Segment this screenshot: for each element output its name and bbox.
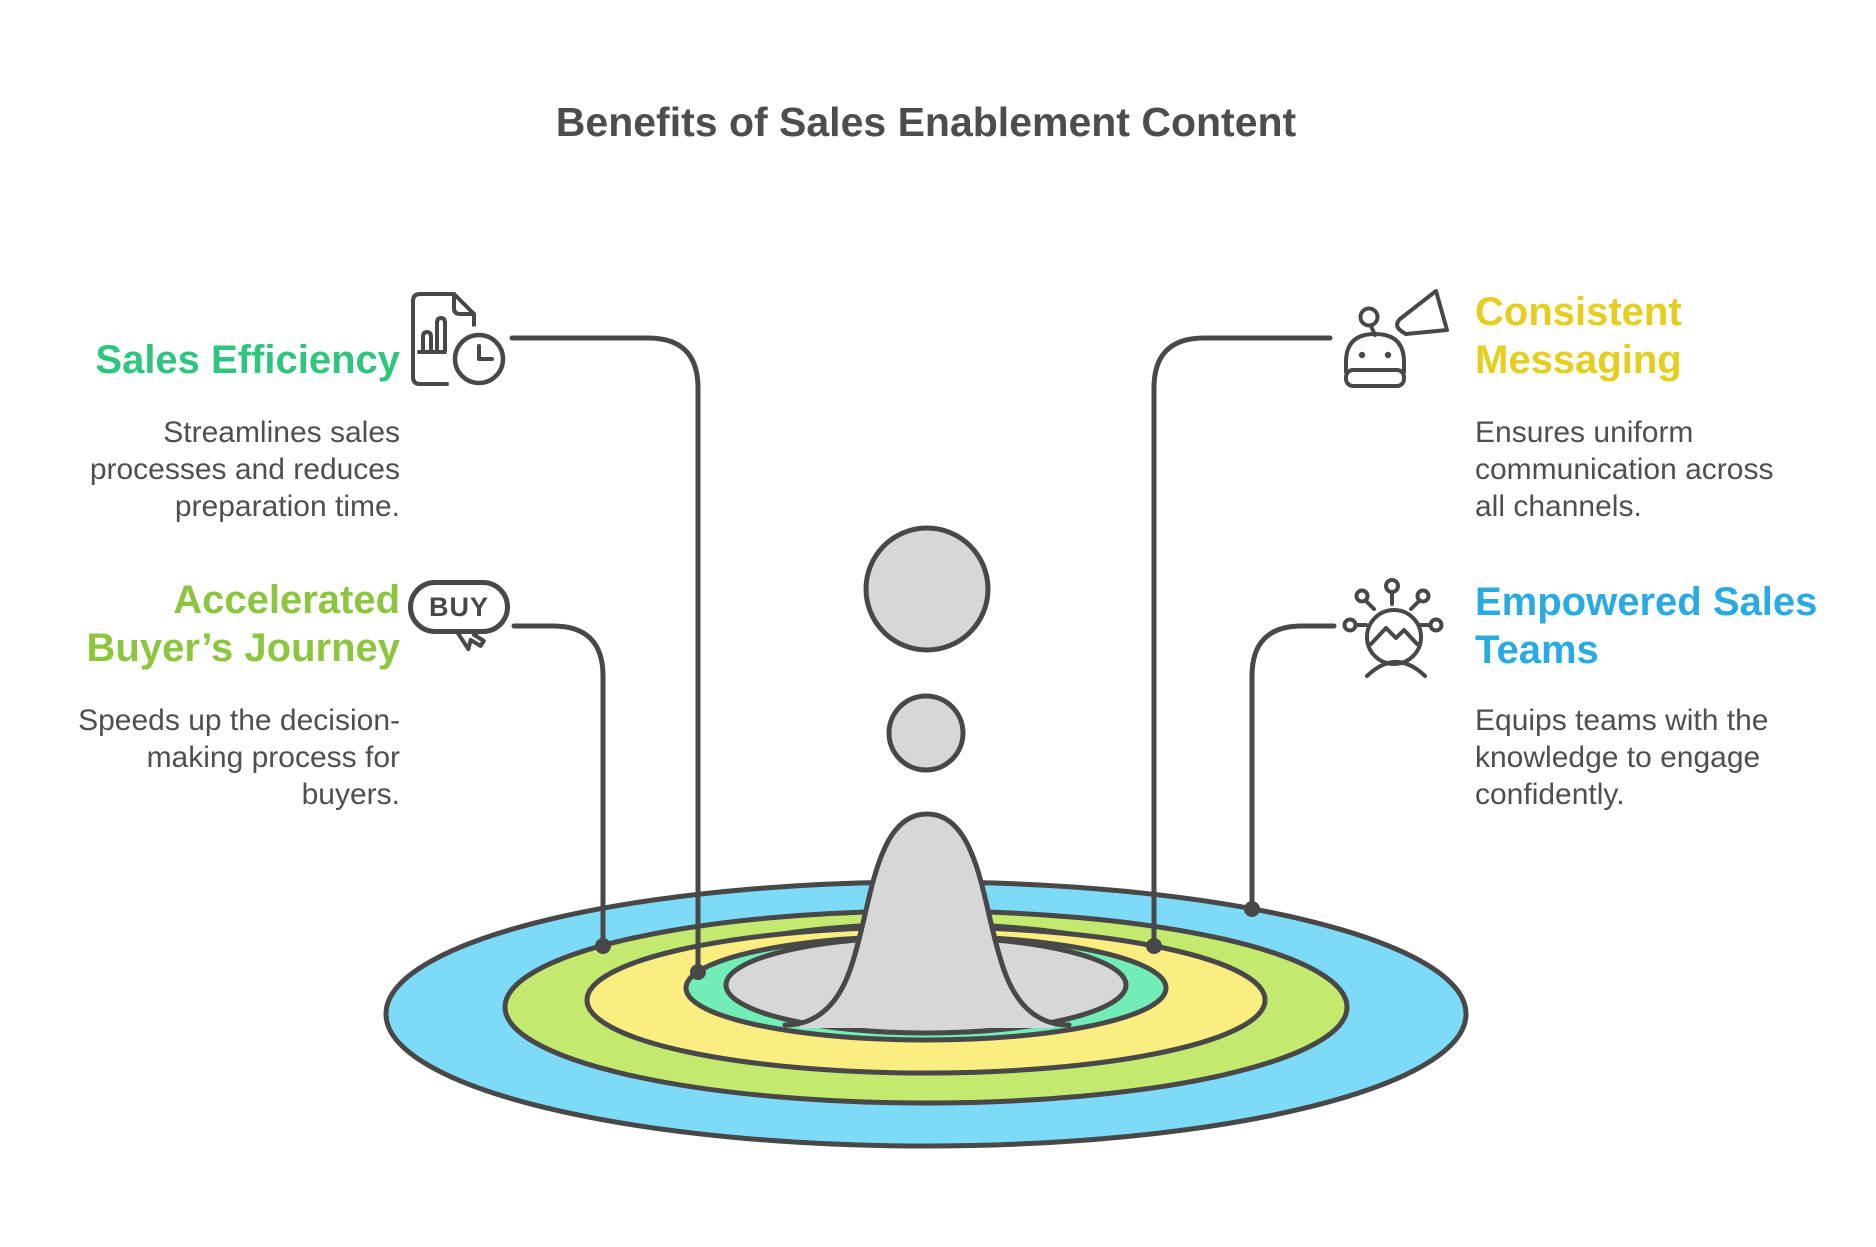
connector-dot-consistent-messaging xyxy=(1146,938,1162,954)
connector-dot-sales-efficiency xyxy=(690,964,706,980)
heading-accelerated-buyers-journey: Accelerated Buyer’s Journey xyxy=(86,578,400,670)
page-title: Benefits of Sales Enablement Content xyxy=(555,99,1297,145)
description-accelerated-buyers-journey: Speeds up the decision- making process f… xyxy=(78,704,400,811)
ripple-yellow xyxy=(586,926,1265,1074)
description-consistent-messaging: Ensures uniform communication across all… xyxy=(1475,416,1774,523)
buy-button-label: BUY xyxy=(428,591,489,622)
heading-empowered-sales-teams: Empowered Sales Teams xyxy=(1475,580,1818,672)
description-sales-efficiency: Streamlines sales processes and reduces … xyxy=(89,416,400,523)
person-network-icon xyxy=(1342,578,1444,678)
buy-button-icon: BUY xyxy=(408,580,510,634)
connector-sales-efficiency xyxy=(509,335,701,975)
connector-consistent-messaging xyxy=(1151,335,1333,949)
description-empowered-sales-teams: Equips teams with the knowledge to engag… xyxy=(1475,704,1769,811)
connector-dot-empowered-teams xyxy=(1244,901,1260,917)
megaphone-icon xyxy=(1395,289,1449,336)
splash-column-outline xyxy=(782,811,1072,1028)
splash-column xyxy=(800,814,1054,1028)
connector-empowered-teams xyxy=(1249,623,1337,912)
droplet-small xyxy=(886,693,966,773)
robot-megaphone-icon xyxy=(1344,289,1449,388)
document-chart-clock-icon xyxy=(411,292,512,392)
droplet-large xyxy=(863,525,991,653)
connector-accelerated-journey xyxy=(511,623,606,949)
heading-consistent-messaging: Consistent Messaging xyxy=(1475,290,1682,382)
heading-sales-efficiency: Sales Efficiency xyxy=(95,338,400,382)
connector-dot-accelerated-journey xyxy=(595,938,611,954)
